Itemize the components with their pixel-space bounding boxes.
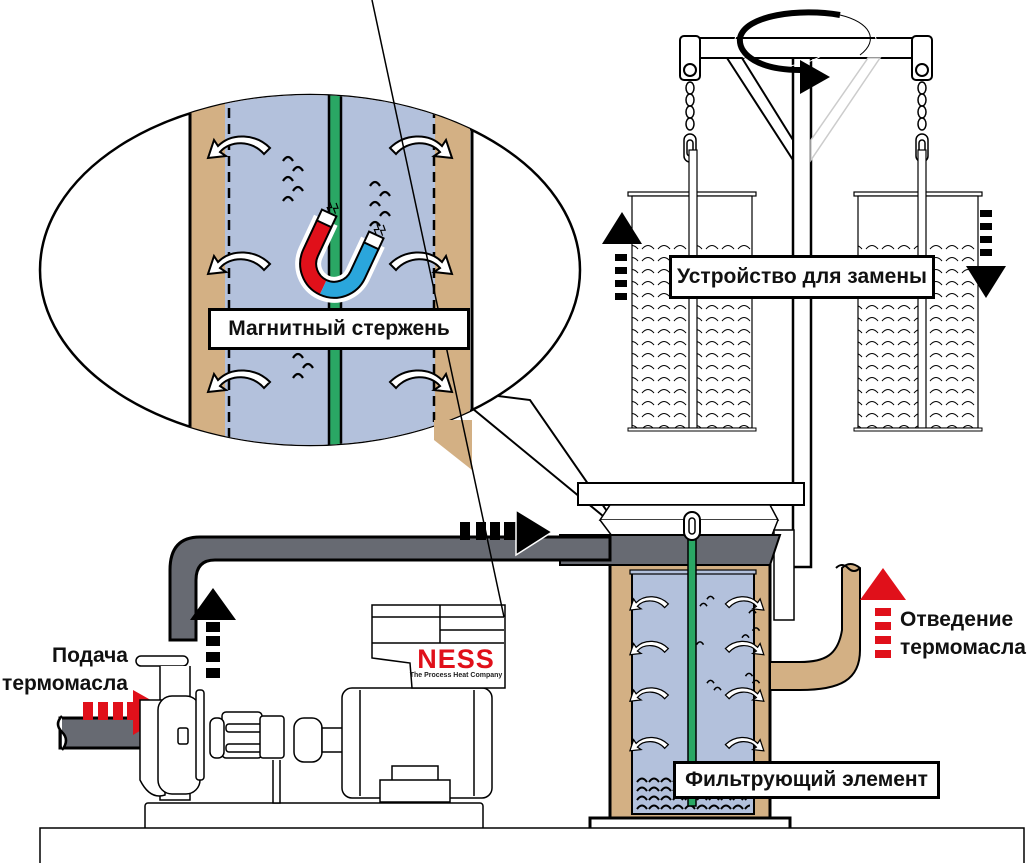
label-replacement-device: Устройство для замены [669,255,935,299]
label-supply: Подача термомасла [0,642,128,698]
logo-brand: NESS [417,644,495,674]
label-filter-element: Фильтрующий элемент [673,761,940,799]
label-return: Отведение термомасла [900,606,1026,662]
floor [39,827,1025,863]
bubble-magnet-rod [327,95,343,445]
label-magnetic-rod: Магнитный стержень [208,308,470,350]
outlet-pipe [769,563,861,691]
magnet-icon [295,201,386,303]
label-return-line2: термомасла [900,636,1026,659]
pump-motor-assembly [135,0,506,832]
pipe-to-filter-arrow-icon [460,508,554,557]
basket-up-arrow-icon [602,212,642,300]
basket-down-arrow-icon [966,210,1006,298]
basket-right [853,149,983,432]
logo-tagline: The Process Heat Company [409,672,503,679]
label-return-line1: Отведение [900,608,1014,631]
bubble-tail [446,388,621,531]
magnifier-bubble [38,93,621,531]
pump-discharge-arrow-icon [190,588,236,678]
label-supply-line1: Подача [51,644,128,667]
outlet-arrow-icon [860,568,906,658]
ness-logo: NESS The Process Heat Company [408,644,504,680]
label-supply-line2: термомасла [2,672,128,695]
rotation-arrow-icon [734,9,877,94]
